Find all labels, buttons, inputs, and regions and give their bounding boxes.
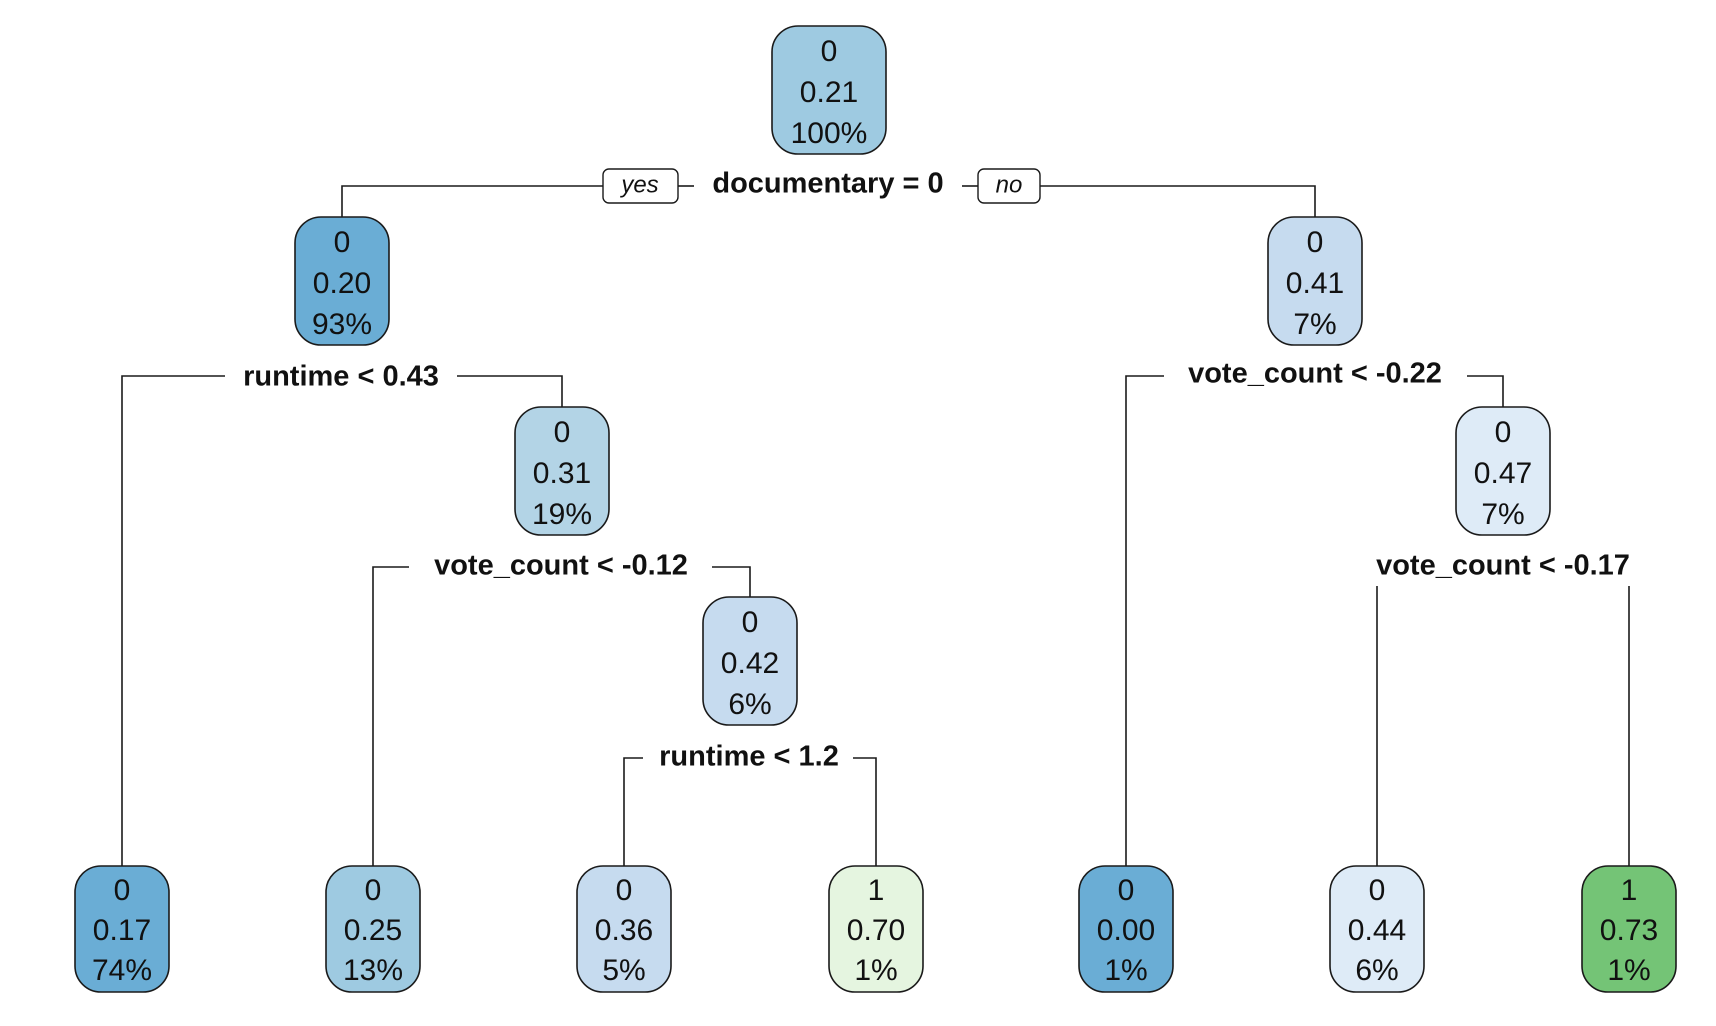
- svg-text:0.31: 0.31: [533, 457, 591, 490]
- svg-text:0: 0: [114, 874, 131, 907]
- svg-text:6%: 6%: [1355, 954, 1398, 987]
- leaf-node: 1 0.73 1%: [1581, 865, 1677, 993]
- node-root: 0 0.21 100%: [771, 25, 887, 155]
- edge-n3-yes: [1125, 375, 1164, 866]
- svg-text:0.44: 0.44: [1348, 914, 1406, 947]
- svg-text:100%: 100%: [791, 117, 868, 150]
- node-n3: 0 0.41 7%: [1267, 216, 1363, 346]
- svg-text:74%: 74%: [92, 954, 152, 987]
- svg-text:0: 0: [334, 226, 351, 259]
- svg-text:0.42: 0.42: [721, 647, 779, 680]
- node-n7: 0 0.47 7%: [1455, 406, 1551, 536]
- edge-n11-no: [853, 757, 877, 866]
- svg-text:no: no: [996, 171, 1023, 198]
- svg-text:0.70: 0.70: [847, 914, 905, 947]
- svg-text:0.47: 0.47: [1474, 457, 1532, 490]
- node-n5: 0 0.31 19%: [514, 406, 610, 536]
- split-label-n11: runtime < 1.2: [659, 741, 839, 773]
- svg-text:1%: 1%: [1607, 954, 1650, 987]
- svg-text:0: 0: [821, 35, 838, 68]
- split-label-root: documentary = 0: [712, 168, 943, 200]
- svg-text:0.21: 0.21: [800, 76, 858, 109]
- split-label-n7: vote_count < -0.17: [1376, 550, 1630, 582]
- svg-text:1: 1: [868, 874, 885, 907]
- split-label-n2: runtime < 0.43: [243, 361, 439, 393]
- edge-n11-yes: [623, 757, 643, 866]
- leaf-node: 0 0.00 1%: [1078, 865, 1174, 993]
- node-n11: 0 0.42 6%: [702, 596, 798, 726]
- svg-text:0: 0: [1118, 874, 1135, 907]
- svg-text:0.20: 0.20: [313, 267, 371, 300]
- svg-text:0: 0: [616, 874, 633, 907]
- svg-text:1%: 1%: [854, 954, 897, 987]
- yes-label: yes: [602, 168, 679, 204]
- svg-text:0.36: 0.36: [595, 914, 653, 947]
- node-n2: 0 0.20 93%: [294, 216, 390, 346]
- edge-n2-no: [457, 375, 563, 407]
- leaf-node: 0 0.25 13%: [325, 865, 421, 993]
- svg-text:yes: yes: [619, 171, 658, 198]
- svg-text:13%: 13%: [343, 954, 403, 987]
- svg-text:0.00: 0.00: [1097, 914, 1155, 947]
- leaf-node: 1 0.70 1%: [828, 865, 924, 993]
- svg-text:7%: 7%: [1481, 498, 1524, 531]
- svg-text:0: 0: [1307, 226, 1324, 259]
- svg-text:0: 0: [1369, 874, 1386, 907]
- edge-n5-no: [712, 566, 751, 597]
- leaf-node: 0 0.44 6%: [1329, 865, 1425, 993]
- svg-text:93%: 93%: [312, 308, 372, 341]
- tree-edges: [121, 185, 1630, 866]
- svg-text:0.25: 0.25: [344, 914, 402, 947]
- leaf-node: 0 0.17 74%: [74, 865, 170, 993]
- svg-text:0: 0: [1495, 416, 1512, 449]
- svg-text:7%: 7%: [1293, 308, 1336, 341]
- edge-root-yes: [341, 185, 603, 227]
- split-label-n3: vote_count < -0.22: [1188, 358, 1442, 390]
- edge-n2-yes: [121, 375, 225, 866]
- svg-text:0: 0: [742, 606, 759, 639]
- edge-root-no: [1040, 185, 1316, 217]
- svg-text:6%: 6%: [728, 688, 771, 721]
- svg-text:1: 1: [1621, 874, 1638, 907]
- split-label-n5: vote_count < -0.12: [434, 550, 688, 582]
- svg-text:0: 0: [554, 416, 571, 449]
- svg-text:5%: 5%: [602, 954, 645, 987]
- svg-text:1%: 1%: [1104, 954, 1147, 987]
- edge-n5-yes: [372, 566, 409, 866]
- edge-n3-no: [1467, 375, 1504, 407]
- no-label: no: [977, 168, 1041, 204]
- svg-text:0.73: 0.73: [1600, 914, 1658, 947]
- svg-text:0: 0: [365, 874, 382, 907]
- leaf-node: 0 0.36 5%: [576, 865, 672, 993]
- svg-text:19%: 19%: [532, 498, 592, 531]
- svg-text:0.41: 0.41: [1286, 267, 1344, 300]
- svg-text:0.17: 0.17: [93, 914, 151, 947]
